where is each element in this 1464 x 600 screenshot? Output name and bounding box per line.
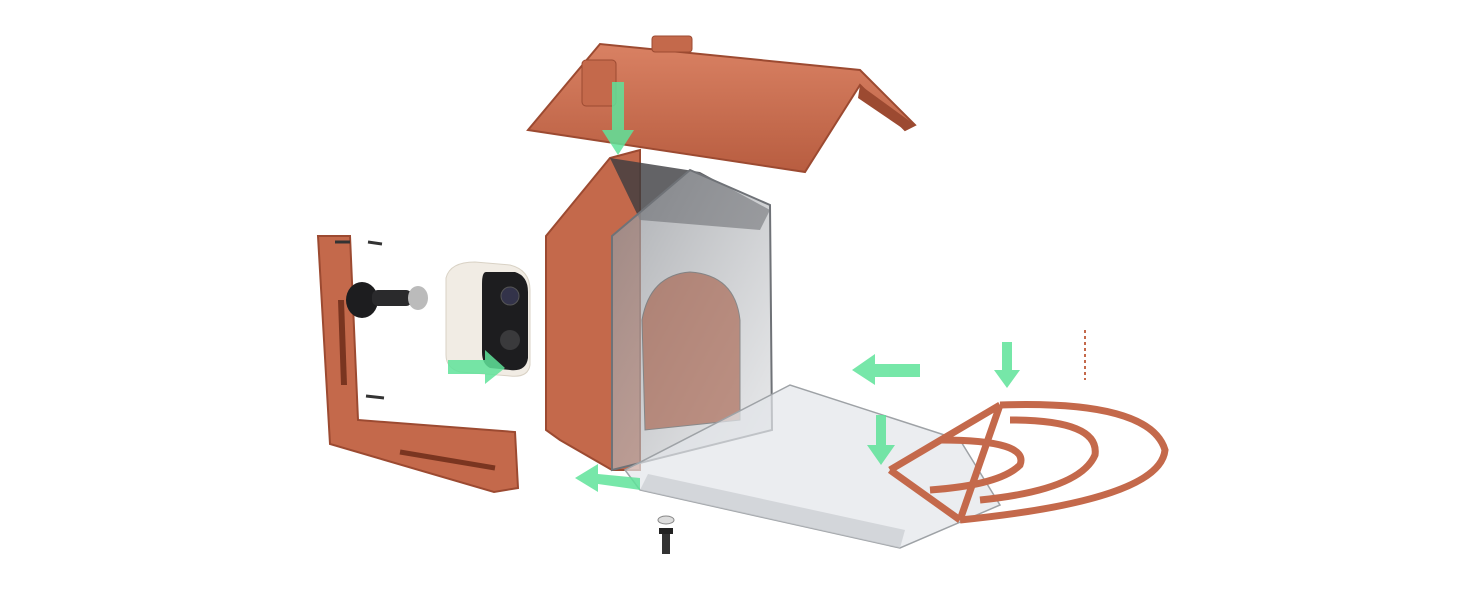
clear-seed-chamber bbox=[611, 168, 774, 472]
arrow-down-icon bbox=[994, 342, 1020, 388]
roof bbox=[526, 35, 917, 174]
perch-ring bbox=[887, 401, 1169, 524]
screw-icon bbox=[335, 240, 385, 400]
arrow-left-icon bbox=[575, 464, 640, 492]
arrow-down-icon bbox=[602, 82, 634, 155]
screw bbox=[659, 528, 673, 554]
arrow-left-icon bbox=[852, 354, 920, 385]
washer bbox=[657, 515, 675, 525]
seed-tray bbox=[623, 384, 1002, 549]
camera bbox=[445, 261, 531, 377]
wall-bracket bbox=[316, 235, 520, 494]
ball-mount bbox=[346, 282, 428, 318]
arrow-down-icon bbox=[867, 415, 895, 465]
arrows bbox=[448, 82, 1020, 492]
arrow-right-icon bbox=[448, 350, 505, 384]
